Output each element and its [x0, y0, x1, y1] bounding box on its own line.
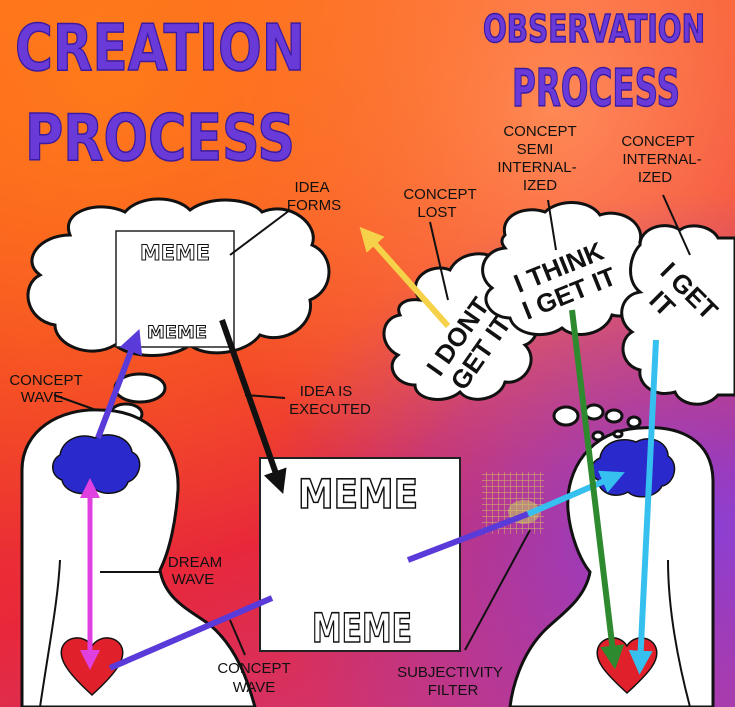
- concept-wave-bottom-label-1: CONCEPT: [217, 660, 290, 677]
- observation-title-line1: OBSERVATION: [483, 7, 705, 51]
- idea-forms-pointer: [229, 209, 291, 256]
- concept-wave-arrow-up: [95, 329, 143, 440]
- cloud-meme-bottom: MEME: [147, 323, 207, 343]
- semi-internalized-arrow: [569, 309, 625, 670]
- idea-executed-label-2: EXECUTED: [289, 401, 371, 418]
- concept-wave-arrow-bottom: [108, 595, 274, 671]
- observer-head: [508, 426, 715, 707]
- concept-lost-pointer: [429, 221, 449, 301]
- internalized-pointer: [662, 194, 691, 256]
- subjectivity-filter-grid: [482, 472, 544, 534]
- internalized-arrow: [628, 339, 659, 675]
- creator-brain: [52, 434, 141, 495]
- creation-title-line1: CREATION: [15, 12, 305, 86]
- transmission-arrow: [406, 511, 530, 563]
- internalized-label-3: IZED: [638, 169, 672, 186]
- concept-lost-label-2: LOST: [417, 204, 456, 221]
- executed-meme-top: MEME: [298, 472, 418, 518]
- cloud-meme-card: [115, 230, 235, 348]
- semi-internalized-label-1: CONCEPT: [503, 123, 576, 140]
- subjectivity-label-1: SUBJECTIVITY: [397, 664, 503, 681]
- concept-wave-left-pointer: [53, 394, 97, 411]
- observer-bubble-6: [612, 429, 624, 439]
- filtered-transmission-arrow: [526, 470, 625, 517]
- observer-head-neck-line: [667, 559, 691, 707]
- internalized-label-1: CONCEPT: [621, 133, 694, 150]
- cloud-i-think-i-get-it: [481, 201, 657, 337]
- concept-lost-label-1: CONCEPT: [403, 186, 476, 203]
- dream-wave-label-2: WAVE: [172, 571, 215, 588]
- concept-wave-left-label-1: CONCEPT: [9, 372, 82, 389]
- observer-bubble-3: [604, 408, 624, 424]
- executed-meme-bottom: MEME: [312, 606, 412, 652]
- creator-head-neck-line: [39, 559, 61, 707]
- semi-internalized-label-2: SEMI: [517, 141, 554, 158]
- concept-wave-bottom-label-2: WAVE: [233, 679, 276, 696]
- observer-bubble-1: [552, 405, 580, 427]
- idea-executed-label-1: IDEA IS: [300, 383, 353, 400]
- dream-wave-label-1: DREAM: [168, 554, 222, 571]
- cloud-meme-top: MEME: [140, 241, 210, 265]
- cloud-i-get-it: [620, 224, 735, 406]
- semi-internalized-pointer: [547, 199, 557, 251]
- idea-forms-label-1: IDEA: [294, 179, 329, 196]
- subjectivity-label-2: FILTER: [428, 682, 479, 699]
- observation-title-line2: PROCESS: [512, 59, 680, 119]
- concept-lost-arrow: [359, 226, 451, 328]
- observer-bubble-5: [591, 430, 605, 442]
- semi-internalized-label-4: IZED: [523, 177, 557, 194]
- creation-title-line2: PROCESS: [25, 102, 295, 176]
- subjectivity-pointer: [464, 529, 531, 651]
- idea-forms-label-2: FORMS: [287, 197, 341, 214]
- observer-bubble-4: [626, 415, 642, 429]
- concept-wave-left-label-2: WAVE: [21, 389, 64, 406]
- concept-wave-bottom-pointer: [229, 619, 246, 656]
- semi-internalized-label-3: INTERNAL-: [497, 159, 576, 176]
- internalized-label-2: INTERNAL-: [622, 151, 701, 168]
- idea-executed-arrow: [219, 319, 287, 495]
